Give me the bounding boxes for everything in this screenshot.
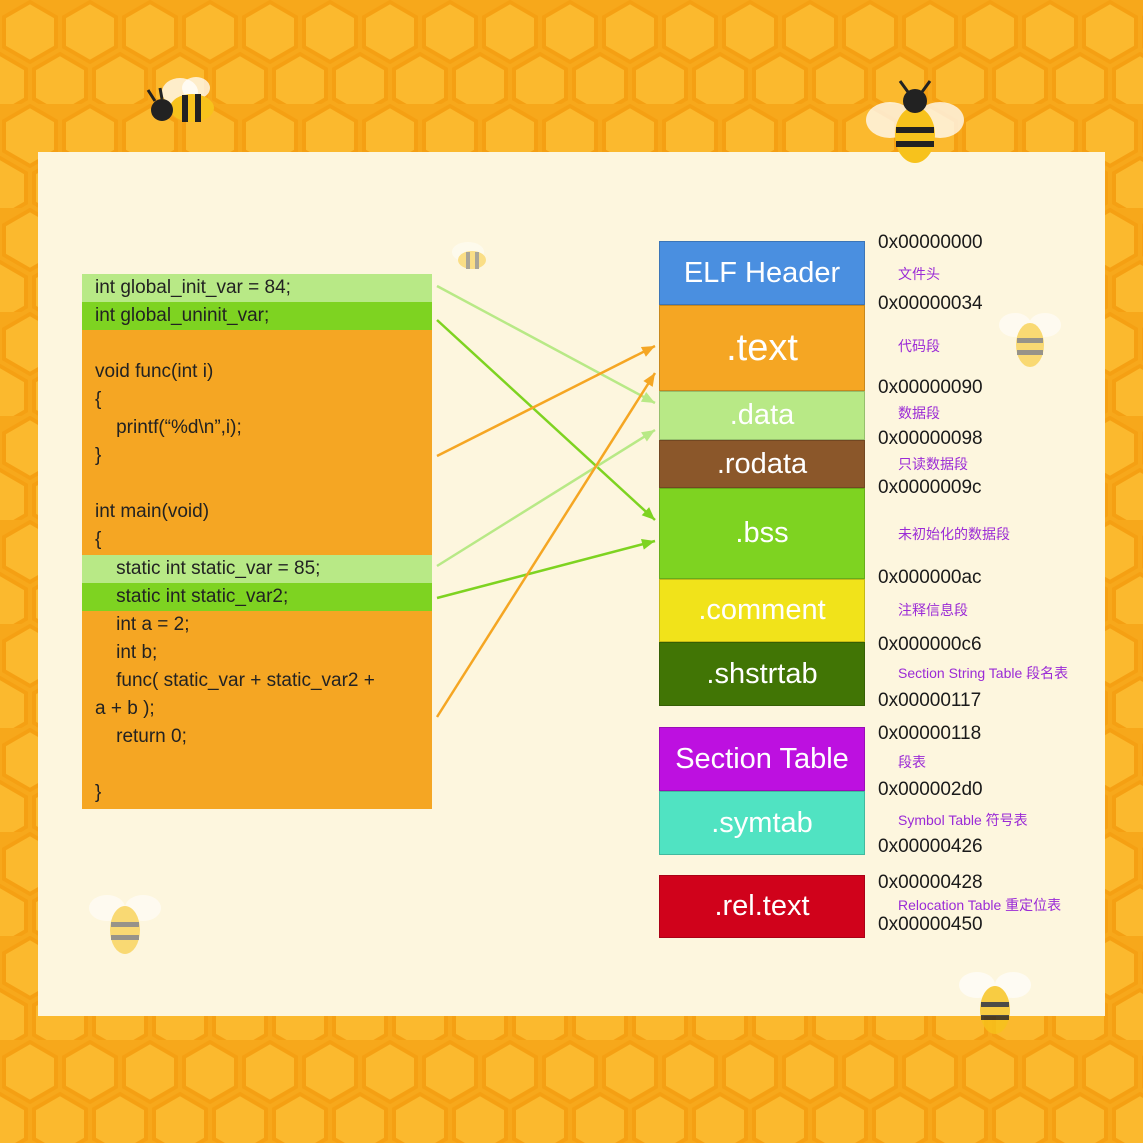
- bee-icon: [866, 80, 964, 163]
- code-line: int main(void): [82, 498, 432, 526]
- section-bss: .bss: [659, 488, 865, 579]
- section-description: Symbol Table 符号表: [898, 812, 1028, 828]
- section-offset: 0x00000428: [878, 872, 983, 893]
- section-offset: 0x000000ac: [878, 567, 982, 588]
- section-data: .data: [659, 391, 865, 440]
- section-offset: 0x00000118: [878, 723, 982, 744]
- bee-icon: [452, 242, 486, 269]
- section-offset: 0x0000009c: [878, 477, 982, 498]
- code-line: int a = 2;: [82, 611, 432, 639]
- section-description: 数据段: [898, 405, 940, 421]
- code-line: static int static_var = 85;: [82, 555, 432, 583]
- code-line: int global_uninit_var;: [82, 302, 432, 330]
- section-symtab: .symtab: [659, 791, 865, 855]
- section-offset: 0x00000090: [878, 377, 983, 398]
- section-offset: 0x00000098: [878, 428, 983, 449]
- section-text: .text: [659, 305, 865, 391]
- section-offset: 0x000000c6: [878, 634, 982, 655]
- bee-icon: [959, 972, 1031, 1034]
- code-line: [82, 470, 432, 498]
- code-line: printf(“%d\n”,i);: [82, 414, 432, 442]
- section-section-table: Section Table: [659, 727, 865, 791]
- code-line: [82, 330, 432, 358]
- code-line: func( static_var + static_var2 +: [82, 667, 432, 695]
- section-description: 未初始化的数据段: [898, 526, 1010, 542]
- code-line: [82, 751, 432, 779]
- section-shstrtab: .shstrtab: [659, 642, 865, 706]
- code-line: int global_init_var = 84;: [82, 274, 432, 302]
- code-line: void func(int i): [82, 358, 432, 386]
- section-offset: 0x000002d0: [878, 779, 983, 800]
- section-rel-text: .rel.text: [659, 875, 865, 938]
- code-line: {: [82, 386, 432, 414]
- code-line: a + b );: [82, 695, 432, 723]
- section-description: 代码段: [898, 338, 940, 354]
- section-offset: 0x00000426: [878, 836, 983, 857]
- code-line: }: [82, 442, 432, 470]
- section-description: 只读数据段: [898, 456, 968, 472]
- section-description: 注释信息段: [898, 602, 968, 618]
- bee-icon: [89, 895, 161, 954]
- code-line: }: [82, 779, 432, 807]
- section-description: 文件头: [898, 266, 940, 282]
- section-offset: 0x00000000: [878, 232, 983, 253]
- section-description: Section String Table 段名表: [898, 665, 1069, 681]
- section-offset: 0x00000117: [878, 690, 982, 711]
- bee-icon: [146, 77, 214, 122]
- section-rodata: .rodata: [659, 440, 865, 488]
- section-comment: .comment: [659, 579, 865, 642]
- code-line: {: [82, 526, 432, 554]
- section-offset: 0x00000034: [878, 293, 983, 314]
- section-description: Relocation Table 重定位表: [898, 897, 1062, 913]
- code-line: static int static_var2;: [82, 583, 432, 611]
- code-line: return 0;: [82, 723, 432, 751]
- bee-icon: [999, 313, 1061, 367]
- section-description: 段表: [898, 754, 926, 770]
- section-elf-header: ELF Header: [659, 241, 865, 305]
- code-line: int b;: [82, 639, 432, 667]
- section-offset: 0x00000450: [878, 914, 983, 935]
